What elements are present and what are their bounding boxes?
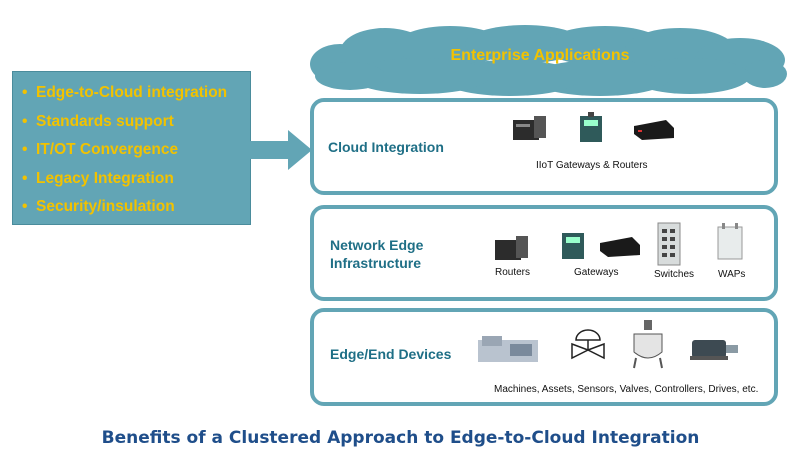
benefits-panel: • Edge-to-Cloud integration • Standards su… bbox=[12, 71, 251, 225]
tier-title: Cloud Integration bbox=[328, 139, 444, 155]
router-icon bbox=[495, 236, 528, 260]
tier-caption: IIoT Gateways & Routers bbox=[536, 160, 648, 171]
gateway-box-icon bbox=[634, 120, 674, 140]
bullet-icon: • bbox=[22, 84, 28, 101]
bullet-icon: • bbox=[22, 112, 28, 130]
tier-title: Network Edge Infrastructure bbox=[330, 236, 423, 272]
tier-title: Edge/End Devices bbox=[330, 346, 452, 362]
machine-icon bbox=[478, 336, 538, 362]
figure-title: Benefits of a Clustered Approach to Edge… bbox=[101, 428, 700, 448]
benefit-label: IT/OT Convergence bbox=[36, 141, 179, 158]
bullet-icon: • bbox=[22, 198, 28, 215]
router-icon bbox=[513, 116, 546, 140]
device-label: Switches bbox=[654, 269, 695, 280]
reactor-icon bbox=[633, 320, 663, 369]
wap-icon bbox=[717, 223, 743, 260]
motor-icon bbox=[690, 340, 738, 360]
valve-icon bbox=[571, 329, 605, 360]
right-arrow-icon bbox=[248, 130, 312, 170]
benefit-label: Edge-to-Cloud integration bbox=[36, 84, 228, 101]
benefit-label: Security/insulation bbox=[36, 198, 175, 215]
tier-cloud-integration: Cloud Integration IIoT Gateways & Router… bbox=[310, 98, 778, 195]
device-label: WAPs bbox=[718, 269, 746, 280]
gateway-icon bbox=[562, 233, 584, 259]
tier-caption: Machines, Assets, Sensors, Valves, Contr… bbox=[494, 384, 759, 395]
benefit-label: Legacy Integration bbox=[36, 169, 174, 187]
cloud-label: Enterprise Applications bbox=[450, 47, 630, 64]
gateway-icon bbox=[580, 112, 602, 142]
device-label: Gateways bbox=[574, 267, 619, 278]
benefit-label: Standards support bbox=[36, 112, 174, 130]
benefit-item: • Security/insulation bbox=[22, 193, 250, 222]
bullet-icon: • bbox=[22, 169, 28, 187]
benefit-item: • Standards support bbox=[22, 108, 250, 137]
tier-edge-devices: Edge/End Devices Machines, Assets, Senso… bbox=[310, 308, 778, 406]
benefits-list: • Edge-to-Cloud integration • Standards su… bbox=[13, 72, 250, 222]
bullet-icon: • bbox=[22, 141, 28, 158]
device-label: Routers bbox=[495, 267, 531, 278]
gateway-box-icon bbox=[600, 237, 640, 257]
benefit-item: • IT/OT Convergence bbox=[22, 136, 250, 165]
benefit-item: • Legacy Integration bbox=[22, 165, 250, 194]
tier-network-edge: Network Edge Infrastructure Routers Gate… bbox=[310, 205, 778, 301]
tier-title-line: Network Edge bbox=[330, 237, 424, 253]
tier-title-line: Infrastructure bbox=[330, 255, 422, 271]
switch-icon bbox=[657, 222, 681, 266]
cloud-shape bbox=[310, 25, 787, 96]
benefit-item: • Edge-to-Cloud integration bbox=[22, 79, 250, 108]
